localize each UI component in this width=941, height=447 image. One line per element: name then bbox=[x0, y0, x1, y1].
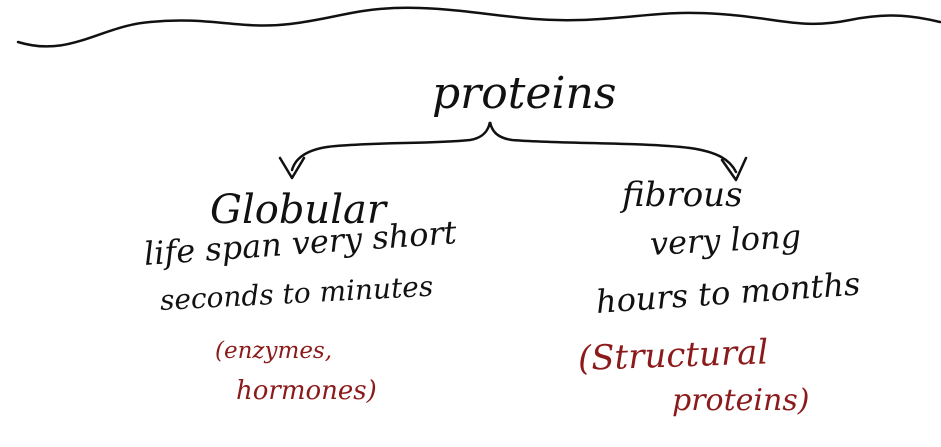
globular-heading: Globular bbox=[210, 187, 386, 233]
right-arrowhead bbox=[720, 156, 748, 182]
brace-connector bbox=[290, 121, 738, 174]
fibrous-lifespan: very long bbox=[649, 217, 802, 263]
fibrous-examples-line1: (Structural bbox=[577, 332, 769, 379]
wavy-divider-line bbox=[16, 6, 941, 48]
globular-examples-line2: hormones) bbox=[236, 376, 377, 406]
fibrous-examples-line2: proteins) bbox=[672, 383, 810, 418]
globular-examples-line1: (enzymes, bbox=[215, 338, 333, 364]
title-proteins: proteins bbox=[432, 68, 617, 119]
fibrous-heading: fibrous bbox=[622, 175, 743, 215]
left-arrowhead bbox=[278, 156, 306, 180]
